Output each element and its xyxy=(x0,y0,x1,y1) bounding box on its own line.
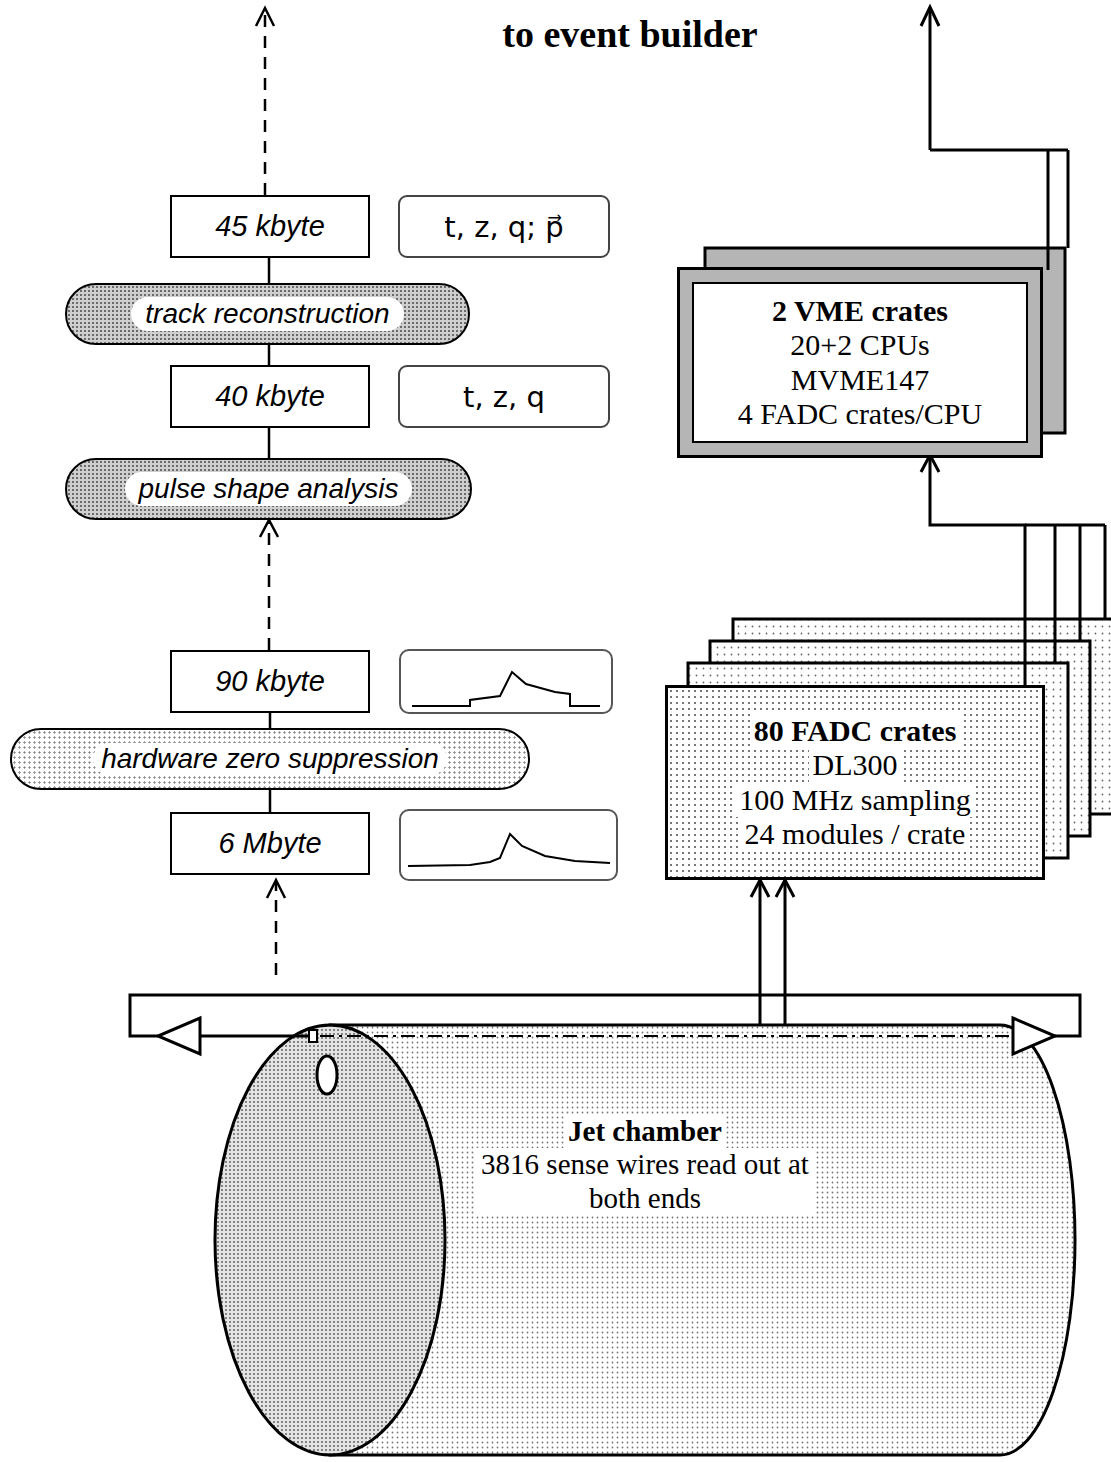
data-size-box: 6 Mbyte xyxy=(170,812,370,875)
node-label: 45 kbyte xyxy=(215,210,325,243)
crate-box: 2 VME crates20+2 CPUsMVME1474 FADC crate… xyxy=(680,270,1040,455)
node-label: hardware zero suppression xyxy=(93,743,447,775)
node-label: 90 kbyte xyxy=(215,665,325,698)
crate-box: 80 FADC cratesDL300100 MHz sampling24 mo… xyxy=(665,685,1045,880)
node-text: DL300 xyxy=(809,748,902,783)
process-pill: pulse shape analysis xyxy=(65,458,472,520)
node-label: 6 Mbyte xyxy=(218,827,321,860)
connector xyxy=(268,428,271,458)
connector xyxy=(268,258,271,283)
connector xyxy=(921,455,1025,685)
node-label: t, z, q; p⃗ xyxy=(444,210,563,244)
connector xyxy=(751,880,794,1025)
node-text: MVME147 xyxy=(791,363,929,398)
process-pill: hardware zero suppression xyxy=(10,728,530,790)
node-label: track reconstruction xyxy=(131,297,403,331)
process-pill: track reconstruction xyxy=(65,283,470,345)
node-text: 100 MHz sampling xyxy=(735,783,975,818)
node-text: 4 FADC crates/CPU xyxy=(738,397,982,432)
node-label: Jet chamber xyxy=(564,1115,726,1148)
node-label: t, z, q xyxy=(463,380,545,414)
node-text: 24 modules / crate xyxy=(741,817,970,852)
content-box: t, z, q; p⃗ xyxy=(398,195,610,258)
connector xyxy=(268,345,271,365)
node-label: 80 FADC crates xyxy=(750,714,961,749)
content-box: t, z, q xyxy=(398,365,610,428)
node-label: 2 VME crates xyxy=(772,294,948,329)
data-size-box: 40 kbyte xyxy=(170,365,370,428)
node-label: 40 kbyte xyxy=(215,380,325,413)
title: to event builder xyxy=(430,12,830,56)
connector xyxy=(269,713,272,728)
connector xyxy=(260,520,278,650)
connector xyxy=(269,790,272,812)
detector: Jet chamber3816 sense wires read out at … xyxy=(215,1025,1075,1455)
node-text: 3816 sense wires read out at both ends xyxy=(476,1148,814,1215)
jet-chamber-drawing xyxy=(130,995,1080,1455)
data-size-box: 45 kbyte xyxy=(170,195,370,258)
node-label: pulse shape analysis xyxy=(125,472,413,506)
data-size-box: 90 kbyte xyxy=(170,650,370,713)
node-text: 20+2 CPUs xyxy=(790,328,929,363)
